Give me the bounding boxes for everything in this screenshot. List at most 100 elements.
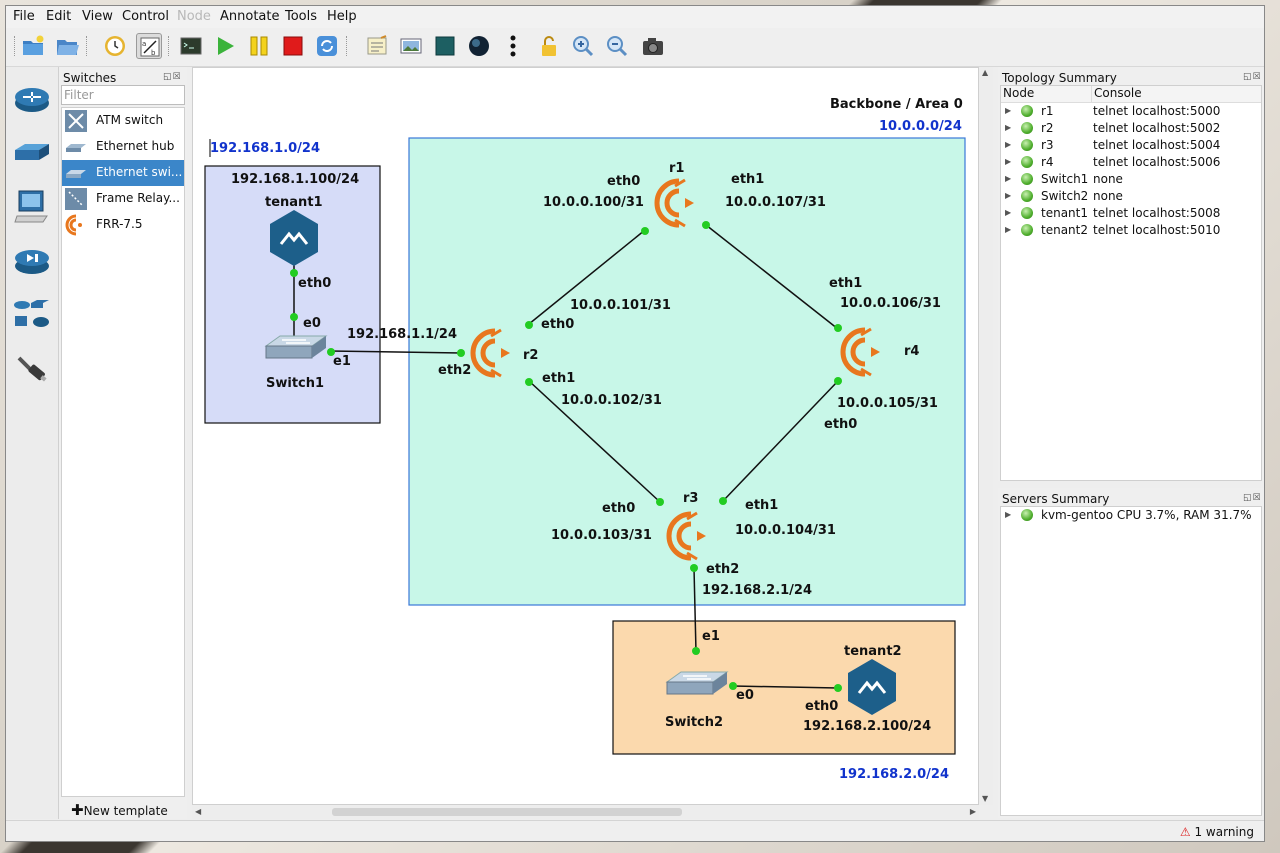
backbone-network-label[interactable]: 10.0.0.0/24: [879, 119, 962, 134]
router-r4[interactable]: [840, 327, 880, 377]
r3-eth0-ip-label[interactable]: 10.0.0.103/31: [551, 528, 652, 543]
tenant2-network-label[interactable]: 192.168.2.0/24: [839, 767, 950, 782]
switch2-e1-label[interactable]: e1: [702, 629, 720, 644]
browse-security-devices-button[interactable]: [10, 239, 54, 283]
r3-eth1-label[interactable]: eth1: [745, 498, 779, 513]
r2-eth0-label[interactable]: eth0: [541, 317, 575, 332]
r3-eth2-ip-label[interactable]: 192.168.2.1/24: [702, 583, 813, 598]
browse-end-devices-button[interactable]: [10, 185, 54, 229]
switch2-e0-label[interactable]: e0: [736, 688, 754, 703]
expand-arrow-icon[interactable]: ▶: [1005, 191, 1012, 200]
list-item-frame-relay[interactable]: Frame Relay...: [62, 186, 184, 212]
list-item-atm-switch[interactable]: ATM switch: [62, 108, 184, 134]
node-label-switch1[interactable]: Switch1: [266, 376, 325, 391]
tenant2-ip-label[interactable]: 192.168.2.100/24: [803, 719, 932, 734]
link-r4-r3[interactable]: [722, 380, 839, 502]
insert-image-button[interactable]: [398, 33, 424, 59]
router-r2[interactable]: [470, 328, 510, 378]
r4-eth1-label[interactable]: eth1: [829, 276, 863, 291]
switch1-e0-label[interactable]: e0: [303, 316, 321, 331]
stop-all-button[interactable]: [280, 33, 306, 59]
r3-eth0-label[interactable]: eth0: [602, 501, 636, 516]
menu-control[interactable]: Control: [122, 9, 169, 24]
filter-input[interactable]: Filter: [61, 85, 185, 105]
node-label-tenant1[interactable]: tenant1: [265, 195, 323, 210]
backbone-area-title[interactable]: Backbone / Area 0: [830, 97, 963, 112]
r2-eth0-ip-label[interactable]: 10.0.0.101/31: [570, 298, 671, 313]
tenant1-ip-label[interactable]: 192.168.1.100/24: [231, 172, 360, 187]
scroll-down-icon[interactable]: ▼: [982, 794, 989, 803]
r3-eth1-ip-label[interactable]: 10.0.0.104/31: [735, 523, 836, 538]
node-label-r4[interactable]: r4: [904, 344, 920, 359]
column-header-node[interactable]: Node: [1001, 86, 1091, 103]
expand-arrow-icon[interactable]: ▶: [1005, 123, 1012, 132]
r3-eth2-label[interactable]: eth2: [706, 562, 740, 577]
r1-eth0-ip-label[interactable]: 10.0.0.100/31: [543, 195, 644, 210]
start-all-button[interactable]: [212, 33, 238, 59]
link-r3-switch2[interactable]: [693, 567, 697, 653]
switch-switch2[interactable]: [665, 671, 729, 695]
new-project-button[interactable]: [20, 33, 46, 59]
tenant1-area[interactable]: [204, 165, 381, 424]
r4-eth0-label[interactable]: eth0: [824, 417, 858, 432]
zoom-in-button[interactable]: [570, 33, 596, 59]
scroll-left-icon[interactable]: ◀: [195, 807, 202, 816]
menu-tools[interactable]: Tools: [285, 9, 318, 24]
menu-file[interactable]: File: [13, 9, 35, 24]
add-note-button[interactable]: [364, 33, 390, 59]
tenant1-network-label[interactable]: 192.168.1.0/24: [210, 141, 321, 156]
host-tenant1[interactable]: [270, 210, 318, 266]
node-label-switch2[interactable]: Switch2: [665, 715, 724, 730]
open-project-button[interactable]: [54, 33, 80, 59]
list-item-ethernet-switch[interactable]: Ethernet swi...: [62, 160, 184, 186]
new-template-button[interactable]: ✚New template: [71, 801, 168, 819]
reload-all-button[interactable]: [314, 33, 340, 59]
switch-switch1[interactable]: [264, 335, 328, 359]
list-item-frr[interactable]: FRR-7.5: [62, 212, 184, 238]
tenant1-eth0-label[interactable]: eth0: [298, 276, 332, 291]
menu-node[interactable]: Node: [177, 9, 211, 24]
menu-annotate[interactable]: Annotate: [220, 9, 280, 24]
expand-arrow-icon[interactable]: ▶: [1005, 106, 1012, 115]
scroll-right-icon[interactable]: ▶: [969, 807, 976, 816]
draw-rectangle-button[interactable]: [432, 33, 458, 59]
list-item-ethernet-hub[interactable]: Ethernet hub: [62, 134, 184, 160]
r2-eth1-label[interactable]: eth1: [542, 371, 576, 386]
r2-eth2-ip-label[interactable]: 192.168.1.1/24: [347, 327, 458, 342]
link-r2-r3[interactable]: [528, 380, 661, 503]
draw-ellipse-button[interactable]: [466, 33, 492, 59]
router-r3[interactable]: [666, 511, 706, 561]
r2-eth2-label[interactable]: eth2: [438, 363, 472, 378]
expand-arrow-icon[interactable]: ▶: [1005, 157, 1012, 166]
node-label-r3[interactable]: r3: [683, 491, 699, 506]
draw-line-button[interactable]: [500, 33, 526, 59]
console-all-button[interactable]: [178, 33, 204, 59]
dock-float-close-icons[interactable]: ◱☒: [1243, 72, 1262, 82]
expand-arrow-icon[interactable]: ▶: [1005, 510, 1012, 519]
browse-all-devices-button[interactable]: [10, 293, 54, 337]
tenant2-eth0-label[interactable]: eth0: [805, 699, 839, 714]
expand-arrow-icon[interactable]: ▶: [1005, 174, 1012, 183]
r1-eth1-ip-label[interactable]: 10.0.0.107/31: [725, 195, 826, 210]
link-r1-r4[interactable]: [705, 224, 839, 330]
canvas-horizontal-scrollbar[interactable]: ◀ ▶: [192, 805, 979, 819]
canvas-vertical-scrollbar[interactable]: ▲ ▼: [979, 67, 993, 805]
r1-eth0-label[interactable]: eth0: [607, 174, 641, 189]
snapshot-button[interactable]: [102, 33, 128, 59]
expand-arrow-icon[interactable]: ▶: [1005, 225, 1012, 234]
add-link-button[interactable]: [10, 347, 54, 391]
r2-eth1-ip-label[interactable]: 10.0.0.102/31: [561, 393, 662, 408]
topology-canvas[interactable]: Backbone / Area 0 10.0.0.0/24 192.168.1.…: [192, 67, 979, 805]
menu-help[interactable]: Help: [327, 9, 357, 24]
browse-switches-button[interactable]: [10, 131, 54, 175]
switch1-e1-label[interactable]: e1: [333, 354, 351, 369]
suspend-all-button[interactable]: [246, 33, 272, 59]
